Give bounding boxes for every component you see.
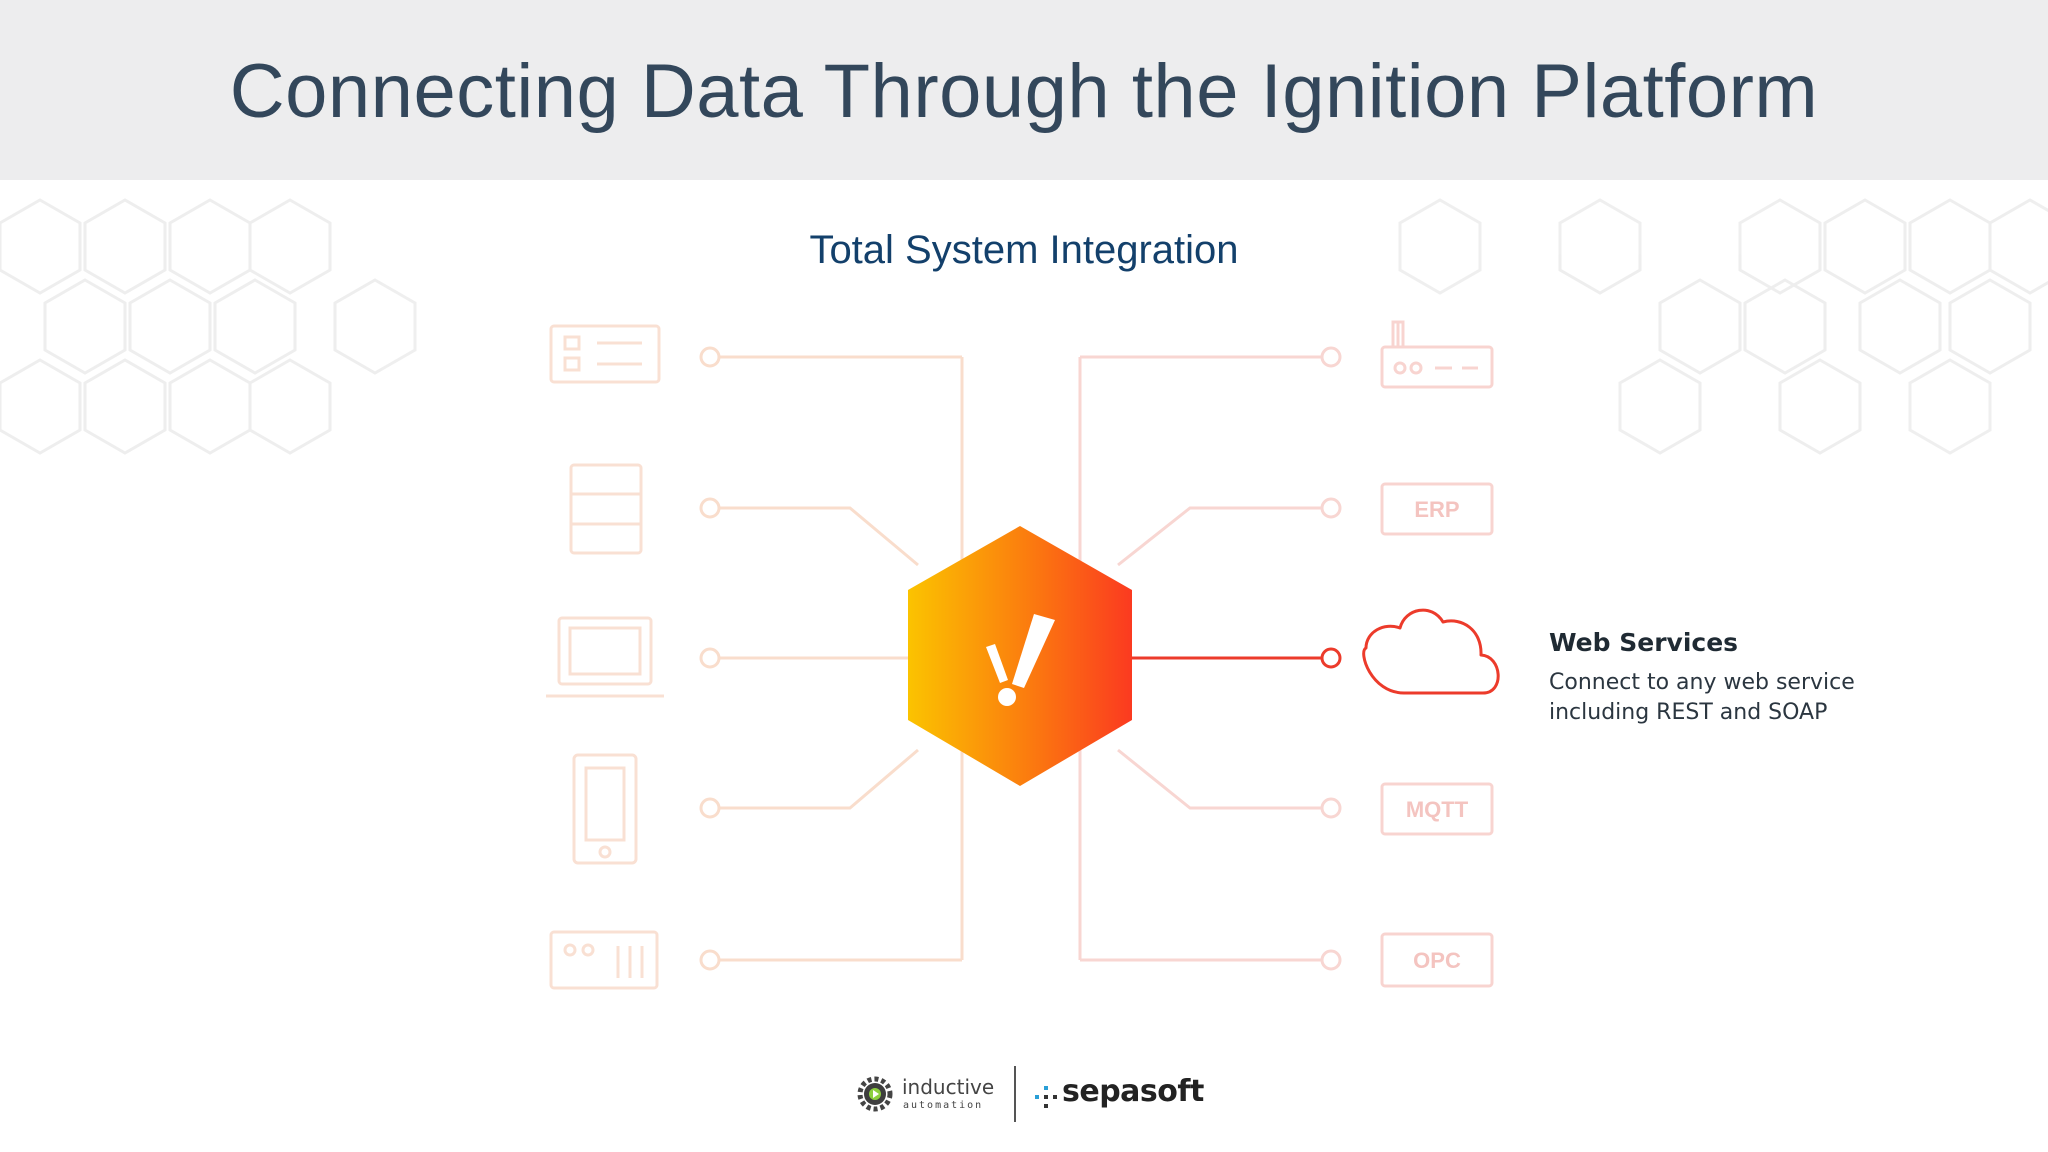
diagram-subtitle: Total System Integration (809, 228, 1239, 272)
sepasoft-mark-icon (1035, 1086, 1057, 1108)
page-title: Connecting Data Through the Ignition Pla… (229, 49, 1819, 134)
mqtt-box (1380, 782, 1494, 836)
database-rack-icon (569, 463, 643, 555)
hexagon-pattern-background (0, 198, 2048, 455)
laptop-icon (546, 616, 664, 698)
server-panel-icon (549, 324, 661, 384)
sepasoft-logo-text: sepasoft (1062, 1074, 1204, 1109)
ignition-logo-icon (986, 614, 1055, 706)
plc-device-icon (549, 930, 659, 990)
mqtt-label: MQTT (1406, 797, 1469, 822)
opc-box (1380, 932, 1494, 988)
router-icon (1380, 320, 1494, 389)
web-services-connector (1132, 647, 1342, 669)
left-connector-nodes (699, 346, 721, 971)
inductive-gear-icon (857, 1076, 893, 1112)
right-connector-nodes (1320, 346, 1342, 971)
web-services-desc-line1: Connect to any web service (1549, 670, 1855, 695)
cloud-icon (1362, 608, 1500, 695)
erp-label: ERP (1414, 497, 1459, 522)
slide-header (0, 0, 2048, 180)
ignition-hexagon (908, 526, 1132, 786)
automation-logo-text: automation (903, 1100, 984, 1111)
erp-box (1380, 482, 1494, 536)
web-services-title: Web Services (1549, 628, 1739, 657)
footer-logos: inductive automation sepasoft (855, 1060, 1215, 1130)
opc-label: OPC (1413, 948, 1461, 973)
inductive-logo-text: inductive (902, 1075, 995, 1099)
tablet-icon (572, 753, 638, 865)
web-services-desc-line2: including REST and SOAP (1549, 700, 1828, 725)
logo-divider (1014, 1066, 1016, 1122)
